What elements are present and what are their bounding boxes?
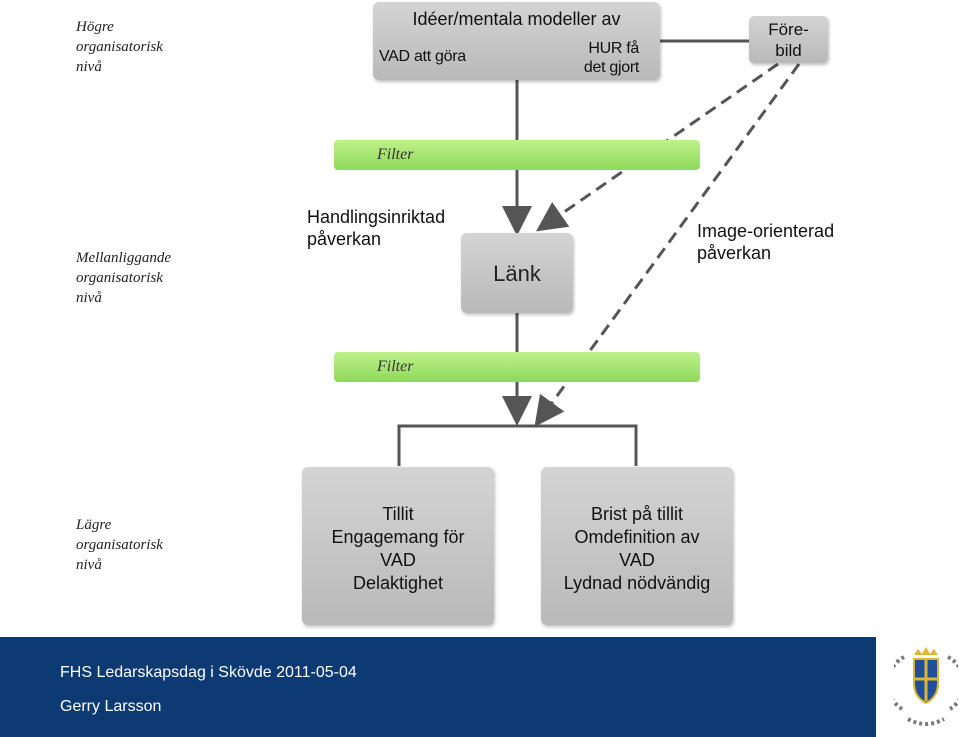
level-low-label: Lägre organisatorisk nivå — [76, 517, 163, 573]
forebild-box: Före- bild — [749, 16, 828, 63]
forebild-label: Före- bild — [768, 20, 809, 60]
branch-bracket — [397, 424, 638, 466]
filter-lower-label: Filter — [377, 358, 414, 375]
link-label: Länk — [493, 261, 541, 286]
filter-upper-label: Filter — [377, 146, 414, 163]
footer-author: Gerry Larsson — [60, 698, 162, 715]
level-high-label: Högre organisatorisk nivå — [76, 19, 163, 75]
how-label: HUR få det gjort — [583, 40, 639, 76]
level-mid-label: Mellanliggande organisatorisk nivå — [76, 250, 171, 306]
filter-lower: Filter — [334, 352, 700, 382]
action-oriented-label: Handlingsinriktad påverkan — [307, 207, 446, 249]
footer: FHS Ledarskapsdag i Skövde 2011-05-04 Ge… — [0, 637, 960, 737]
lower-left-text: Tillit Engagemang för VAD Delaktighet — [331, 504, 465, 593]
link-box: Länk — [461, 233, 573, 313]
lower-right-text: Brist på tillit Omdefinition av VAD Lydn… — [563, 504, 711, 593]
top-ideas-box: Idéer/mentala modeller av VAD att göra H… — [373, 2, 660, 80]
filter-upper: Filter — [334, 140, 700, 170]
footer-band — [0, 637, 876, 737]
lower-left-box: Tillit Engagemang för VAD Delaktighet — [302, 467, 494, 625]
lower-right-box: Brist på tillit Omdefinition av VAD Lydn… — [541, 467, 733, 625]
top-box-title: Idéer/mentala modeller av — [412, 9, 621, 29]
what-label: VAD att göra — [379, 48, 466, 65]
footer-event: FHS Ledarskapsdag i Skövde 2011-05-04 — [60, 664, 357, 681]
image-oriented-label: Image-orienterad påverkan — [697, 221, 835, 263]
university-seal-logo — [894, 647, 958, 726]
